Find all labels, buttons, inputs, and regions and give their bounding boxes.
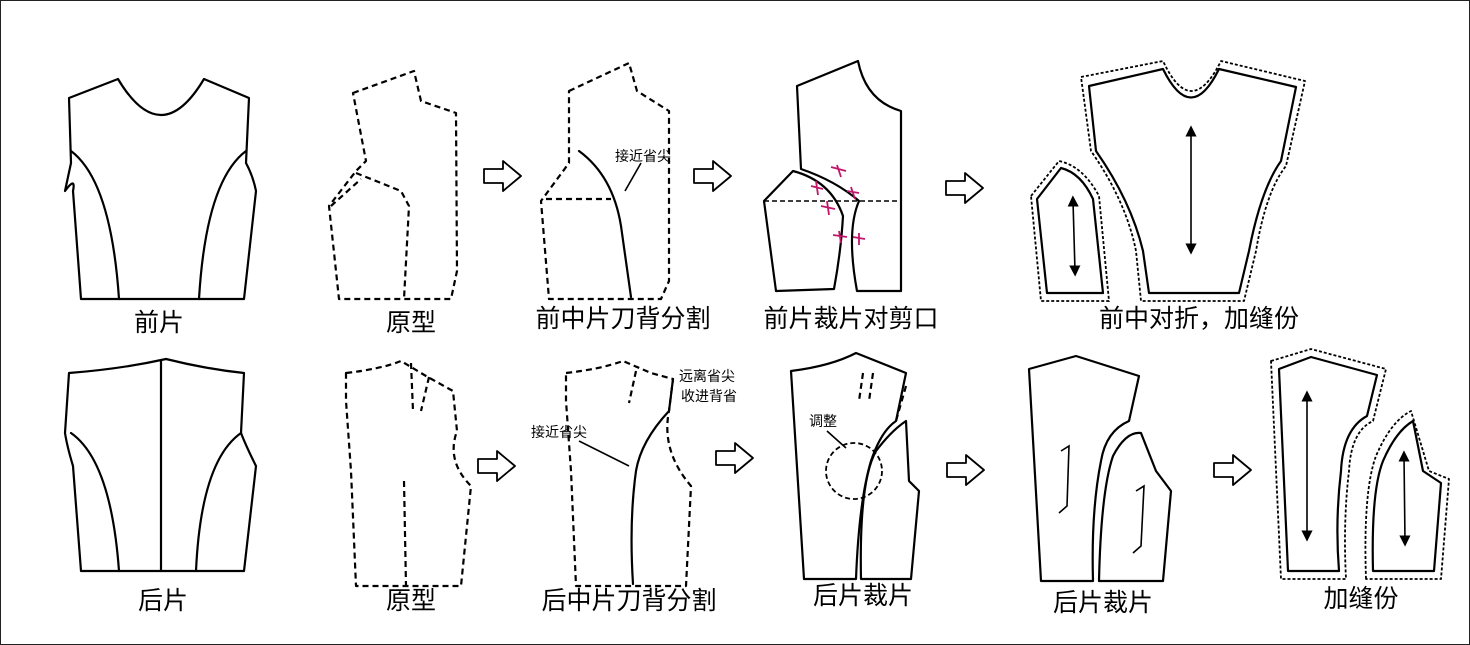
add-seam-drawing — [1270, 348, 1450, 580]
caption-back-cut: 后片裁片 — [813, 581, 913, 610]
caption-front-cut-notch: 前片裁片对剪口 — [763, 304, 938, 333]
prototype-top-drawing — [327, 69, 459, 301]
caption-add-seam: 加缝份 — [1323, 584, 1398, 613]
prototype-bottom-drawing — [344, 359, 473, 588]
caption-back-piece: 后片 — [138, 586, 188, 615]
back-cut-pieces-drawing — [1027, 354, 1173, 583]
caption-back-cut-pieces: 后片裁片 — [1053, 588, 1153, 617]
note-near-dart-tip-bottom: 接近省尖 — [531, 424, 587, 441]
caption-front-split: 前中片刀背分割 — [535, 304, 710, 333]
arrow-right-icon — [693, 160, 732, 192]
caption-front-piece: 前片 — [134, 308, 184, 337]
caption-back-split: 后中片刀背分割 — [541, 586, 716, 615]
note-adjust: 调整 — [809, 414, 837, 430]
arrow-right-icon — [715, 442, 754, 474]
arrow-right-icon — [946, 454, 985, 486]
caption-prototype-top: 原型 — [386, 308, 436, 337]
caption-prototype-bottom: 原型 — [386, 586, 436, 615]
front-fold-seam-drawing — [1030, 60, 1306, 302]
note-far-dart-tip: 远离省尖 — [679, 368, 735, 385]
front-piece-drawing — [63, 77, 258, 301]
arrow-right-icon — [945, 172, 984, 204]
back-split-drawing — [564, 359, 693, 588]
arrow-right-icon — [477, 450, 516, 482]
front-split-drawing — [539, 61, 671, 301]
note-near-dart-tip-top: 接近省尖 — [615, 148, 671, 165]
arrow-right-icon — [483, 160, 522, 192]
arrow-right-icon — [1213, 454, 1252, 486]
back-piece-drawing — [63, 357, 258, 573]
back-cut-drawing — [789, 351, 921, 581]
front-cut-notch-drawing — [762, 59, 903, 293]
note-take-in-back-dart: 收进背省 — [681, 389, 737, 405]
caption-front-fold-seam: 前中对折，加缝份 — [1099, 304, 1299, 333]
